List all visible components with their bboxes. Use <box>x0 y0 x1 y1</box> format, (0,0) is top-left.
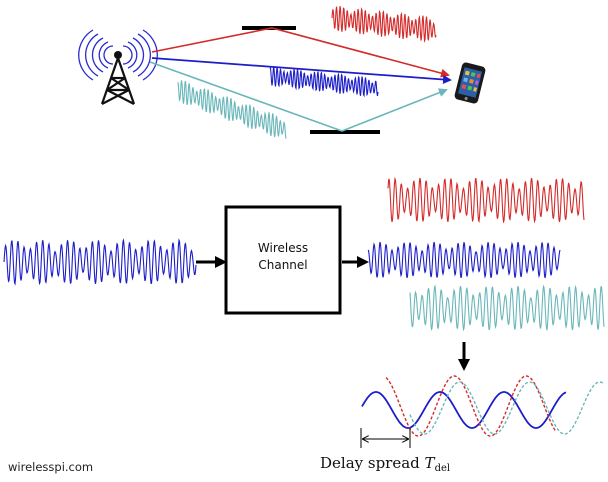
delay-spread-text: Delay spread <box>320 454 425 472</box>
delay-spread-subscript: del <box>434 463 451 474</box>
waveform-output-red <box>387 176 585 224</box>
waveform-top-teal <box>177 80 287 139</box>
zoom-wave-blue <box>361 391 567 429</box>
path-red <box>151 27 450 78</box>
waveform-top-red <box>331 6 437 43</box>
smartphone-icon <box>454 62 486 104</box>
waveform-top-blue <box>269 65 379 98</box>
wireless-channel-block <box>224 205 342 315</box>
zoom-wave-red <box>385 375 557 437</box>
cell-tower-icon <box>78 29 158 105</box>
waveform-output-teal <box>409 284 605 332</box>
channel-label: Wireless Channel <box>226 240 340 274</box>
path-blue <box>151 57 452 84</box>
channel-label-line2: Channel <box>258 258 308 272</box>
delay-spread-symbol: T <box>424 454 435 472</box>
waveform-input <box>3 238 197 286</box>
delay-spread-label: Delay spread Tdel <box>320 454 450 474</box>
watermark: wirelesspi.com <box>8 460 94 474</box>
channel-label-line1: Wireless <box>257 241 309 255</box>
waveform-output-blue <box>367 241 561 279</box>
path-teal <box>149 61 448 132</box>
